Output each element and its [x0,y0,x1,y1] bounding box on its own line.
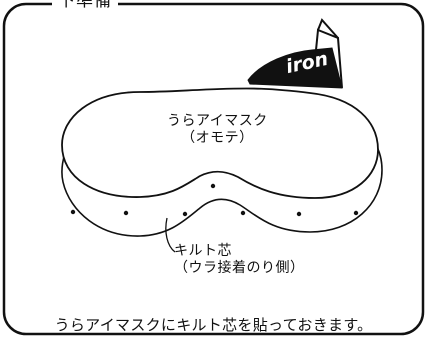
eye-mask-label: うらアイマスク （オモテ） [167,113,268,147]
eye-mask-shape [61,87,379,199]
iron-icon [247,47,343,89]
quilt-label: キルト芯 （ウラ接着のり側） [174,243,305,277]
glue-dot [240,210,246,216]
eye-mask-label-line1: うらアイマスク [167,113,268,129]
frame-border [2,2,425,336]
iron-handle [315,28,343,89]
instruction-caption: うらアイマスクにキルト芯を貼っておきます。 [54,316,373,334]
glue-dot [210,183,216,189]
glue-dot [182,211,188,217]
glue-dot [123,210,129,216]
glue-dot [353,210,359,216]
glue-dot [296,211,302,217]
quilt-leader-line [165,217,176,253]
quilt-label-line2: （ウラ接着のり側） [174,260,305,276]
glue-dot [70,209,76,215]
quilt-label-line1: キルト芯 [174,243,232,259]
eye-mask-label-line2: （オモテ） [181,130,254,146]
iron-handle-tip [317,18,339,39]
section-title: 下準備 [52,0,118,11]
